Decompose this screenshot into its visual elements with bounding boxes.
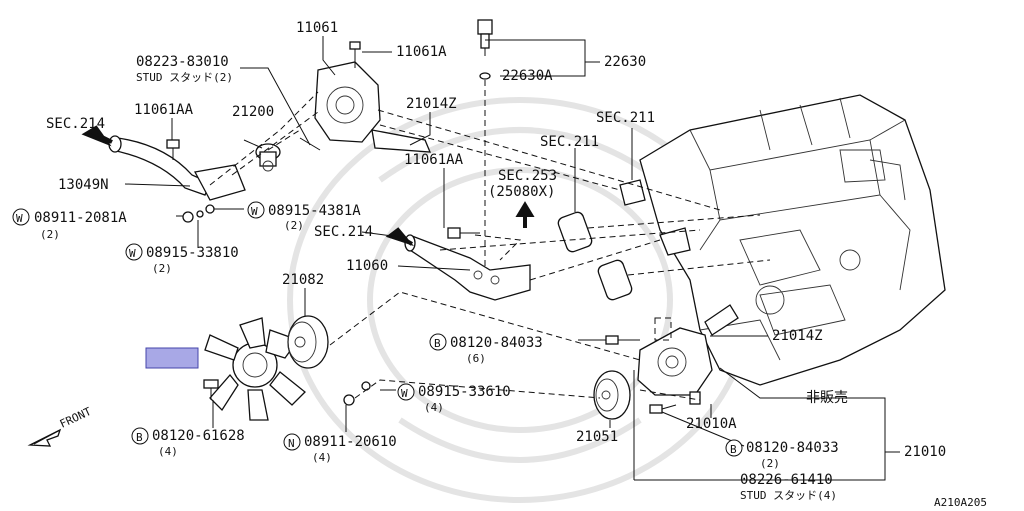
thermostat-housing	[314, 61, 432, 153]
arrow-sec214-mid-icon	[385, 227, 415, 247]
label-11061: 11061	[296, 20, 338, 36]
label-21014Z-low: 21014Z	[772, 328, 823, 344]
label-washer-08915-33810: 08915-33810	[146, 245, 239, 261]
label-washer-08911: 08911-2081A	[34, 210, 127, 226]
assembly-lines	[209, 91, 771, 401]
leader-lines	[124, 36, 900, 481]
label-sec214-mid: SEC.214	[314, 224, 373, 240]
bolt-11061AA-mid	[447, 227, 480, 239]
label-sec214-top: SEC.214	[46, 116, 105, 132]
prefix-b-2: B	[136, 431, 143, 444]
label-bolt-08120-61628: 08120-61628	[152, 428, 245, 444]
label-21010A: 21010A	[686, 416, 737, 432]
part-labels: 11061 11061A 22630 22630A 08223-83010 ST…	[34, 20, 987, 509]
label-sec211-b: SEC.211	[540, 134, 599, 150]
arrows	[27, 125, 535, 447]
nut-washer-left	[182, 204, 215, 223]
label-not-for-sale: 非販売	[806, 390, 848, 406]
engine-block	[639, 94, 946, 386]
label-22630: 22630	[604, 54, 646, 70]
label-washer-08915-33610-qty: (4)	[424, 401, 444, 414]
prefix-n-1: N	[288, 437, 295, 450]
label-nut-08911-20610: 08911-20610	[304, 434, 397, 450]
label-11061AA-mid: 11061AA	[404, 152, 464, 168]
label-front: FRONT	[58, 405, 94, 431]
label-21014Z-top: 21014Z	[406, 96, 457, 112]
pulley-21051	[593, 370, 631, 420]
label-13049N: 13049N	[58, 177, 109, 193]
prefix-w-3: W	[129, 247, 136, 260]
label-21200: 21200	[232, 104, 274, 120]
label-bolt-08120-84033-b-qty: (2)	[760, 457, 780, 470]
label-washer-08911-qty: (2)	[40, 228, 60, 241]
label-bolt-08120-61628-qty: (4)	[158, 445, 178, 458]
label-22630A: 22630A	[502, 68, 553, 84]
label-stud-08226: 08226-61410	[740, 472, 833, 488]
label-washer-08915-4381A: 08915-4381A	[268, 203, 361, 219]
prefix-circles: W W W B W B N B	[12, 201, 743, 457]
label-21051: 21051	[576, 429, 618, 445]
label-stud-desc-2: STUD スタッド(4)	[740, 489, 837, 502]
temperature-sensor	[477, 19, 493, 270]
highlight-box[interactable]	[145, 347, 199, 369]
label-washer-08915-33810-qty: (2)	[152, 262, 172, 275]
label-washer-08915-4381A-qty: (2)	[284, 219, 304, 232]
label-stud-08223: 08223-83010	[136, 54, 229, 70]
label-sec253-sub: (25080X)	[488, 184, 555, 200]
prefix-b-1: B	[434, 337, 441, 350]
diagram-code: A210A205	[934, 496, 987, 509]
label-11061AA-top: 11061AA	[134, 102, 194, 118]
bolt-11061A	[349, 41, 361, 68]
prefix-w-2: W	[251, 205, 258, 218]
label-stud-desc-1: STUD スタッド(2)	[136, 71, 233, 84]
label-nut-08911-20610-qty: (4)	[312, 451, 332, 464]
cooling-fan	[204, 317, 306, 421]
label-sec253: SEC.253	[498, 168, 557, 184]
prefix-b-3: B	[730, 443, 737, 456]
label-washer-08915-33610: 08915-33610	[418, 384, 511, 400]
nut-washer-center	[343, 381, 371, 406]
arrow-sec253-icon	[515, 201, 535, 228]
water-pump	[637, 304, 739, 396]
label-bolt-08120-84033-a: 08120-84033	[450, 335, 543, 351]
label-11060: 11060	[346, 258, 388, 274]
prefix-w-4: W	[401, 387, 408, 400]
label-bolt-08120-84033-a-qty: (6)	[466, 352, 486, 365]
label-11061A: 11061A	[396, 44, 447, 60]
bolt-08120-61628	[203, 379, 219, 400]
fan-clutch	[287, 315, 329, 369]
prefix-w-1: W	[16, 212, 23, 225]
label-bolt-08120-84033-b: 08120-84033	[746, 440, 839, 456]
label-21010: 21010	[904, 444, 946, 460]
bolt-11061AA-top	[166, 139, 180, 160]
label-21082: 21082	[282, 272, 324, 288]
water-pipe-11060	[404, 234, 531, 301]
label-sec211-a: SEC.211	[596, 110, 655, 126]
arrow-sec214-top-icon	[81, 125, 113, 147]
